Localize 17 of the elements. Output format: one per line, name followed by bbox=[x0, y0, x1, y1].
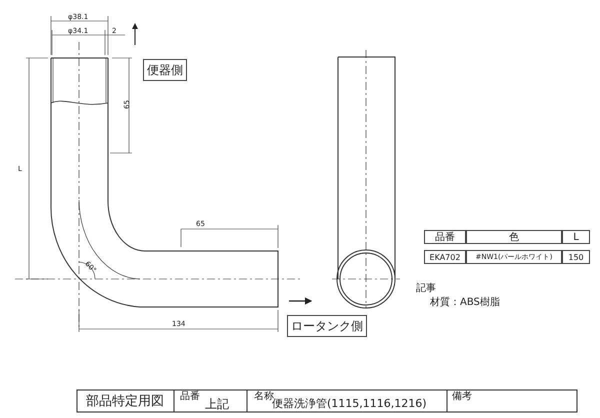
label-box bbox=[287, 315, 367, 337]
side-label: ロータンク側 bbox=[291, 318, 363, 334]
table-cell: 品番 bbox=[424, 230, 466, 244]
table-cell: 150 bbox=[562, 250, 590, 264]
side-label: 便器側 bbox=[147, 62, 183, 78]
table-cell: EKA702 bbox=[424, 250, 466, 264]
label-box bbox=[143, 59, 187, 81]
title-block-text: 上記 bbox=[205, 398, 229, 410]
note-text: 記事 bbox=[416, 284, 436, 294]
title-block-text: 品番 bbox=[180, 392, 200, 402]
title-block-text: 備考 bbox=[452, 392, 472, 402]
title-block-text: 部品特定用図 bbox=[86, 395, 164, 408]
title-block-text: 名称 bbox=[254, 392, 274, 402]
note-text: 材質：ABS樹脂 bbox=[430, 298, 500, 308]
table-cell: 色 bbox=[466, 230, 562, 244]
table-cell: L bbox=[562, 230, 590, 244]
title-block-text: 便器洗浄管(1115,1116,1216) bbox=[272, 398, 427, 409]
